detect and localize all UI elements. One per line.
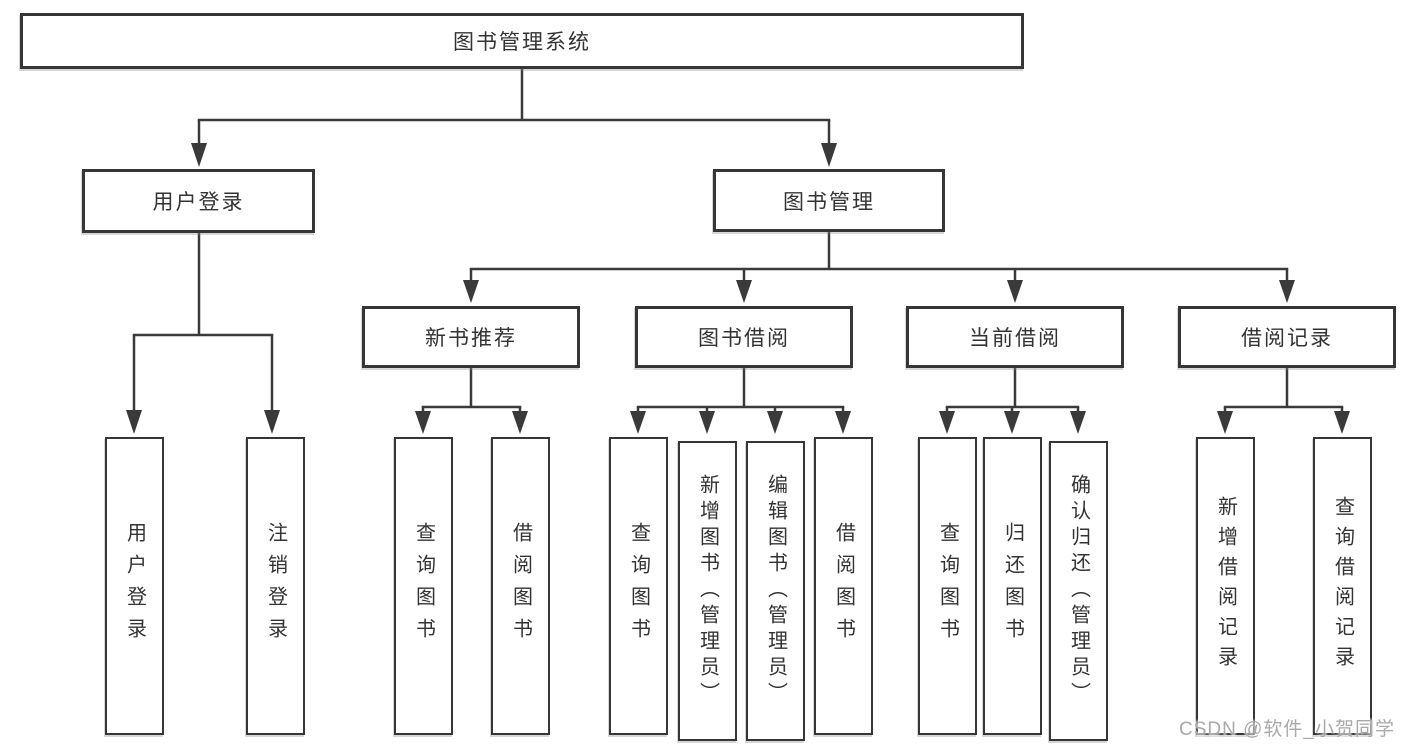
leaf-add-borrow-record-label: 新增借阅记录 — [1214, 496, 1237, 676]
leaf-user-login-label: 用户登录 — [123, 522, 146, 650]
leaf-edit-book-admin-label: 编辑图书（管理员） — [764, 474, 787, 708]
node-borrow-records-label: 借阅记录 — [1241, 327, 1333, 350]
node-current-borrow: 当前借阅 — [906, 306, 1124, 368]
leaf-confirm-return-admin: 确认归还（管理员） — [1049, 441, 1108, 741]
root-node: 图书管理系统 — [20, 13, 1024, 69]
leaf-add-borrow-record: 新增借阅记录 — [1196, 437, 1255, 735]
node-new-book-recommend: 新书推荐 — [362, 306, 580, 368]
leaf-query-borrow-record-label: 查询借阅记录 — [1331, 496, 1354, 676]
leaf-add-book-admin-label: 新增图书（管理员） — [696, 474, 719, 708]
node-book-management-label: 图书管理 — [783, 190, 875, 214]
leaf-edit-book-admin: 编辑图书（管理员） — [746, 441, 805, 741]
leaf-logout-label: 注销登录 — [264, 522, 287, 650]
leaf-query-books-recommend-label: 查询图书 — [412, 522, 435, 650]
node-book-management: 图书管理 — [713, 169, 945, 232]
leaf-return-books-label: 归还图书 — [1001, 522, 1024, 650]
node-borrow-records: 借阅记录 — [1178, 306, 1396, 368]
leaf-borrow-books-recommend-label: 借阅图书 — [509, 522, 532, 650]
csdn-watermark: CSDN @软件_小贺同学 — [1179, 719, 1395, 740]
leaf-user-login: 用户登录 — [105, 437, 164, 735]
node-user-login-label: 用户登录 — [152, 191, 245, 214]
leaf-query-books-current: 查询图书 — [918, 437, 977, 735]
leaf-borrow-books-recommend: 借阅图书 — [491, 437, 550, 735]
leaf-query-books-current-label: 查询图书 — [936, 522, 959, 650]
leaf-confirm-return-admin-label: 确认归还（管理员） — [1067, 474, 1090, 708]
node-book-borrow: 图书借阅 — [635, 306, 853, 368]
leaf-borrow-books-label: 借阅图书 — [832, 522, 855, 650]
leaf-return-books: 归还图书 — [983, 437, 1042, 735]
node-user-login: 用户登录 — [82, 169, 315, 233]
leaf-query-books-borrow: 查询图书 — [609, 437, 668, 735]
leaf-query-books-borrow-label: 查询图书 — [627, 522, 650, 650]
root-node-label: 图书管理系统 — [453, 31, 591, 54]
node-current-borrow-label: 当前借阅 — [969, 327, 1061, 350]
arrowheads — [126, 143, 1350, 434]
leaf-query-books-recommend: 查询图书 — [394, 437, 453, 735]
leaf-query-borrow-record: 查询借阅记录 — [1313, 437, 1372, 735]
leaf-add-book-admin: 新增图书（管理员） — [678, 441, 737, 741]
node-new-book-recommend-label: 新书推荐 — [425, 327, 517, 350]
leaf-logout: 注销登录 — [246, 437, 305, 735]
node-book-borrow-label: 图书借阅 — [698, 327, 790, 350]
leaf-borrow-books: 借阅图书 — [814, 437, 873, 735]
